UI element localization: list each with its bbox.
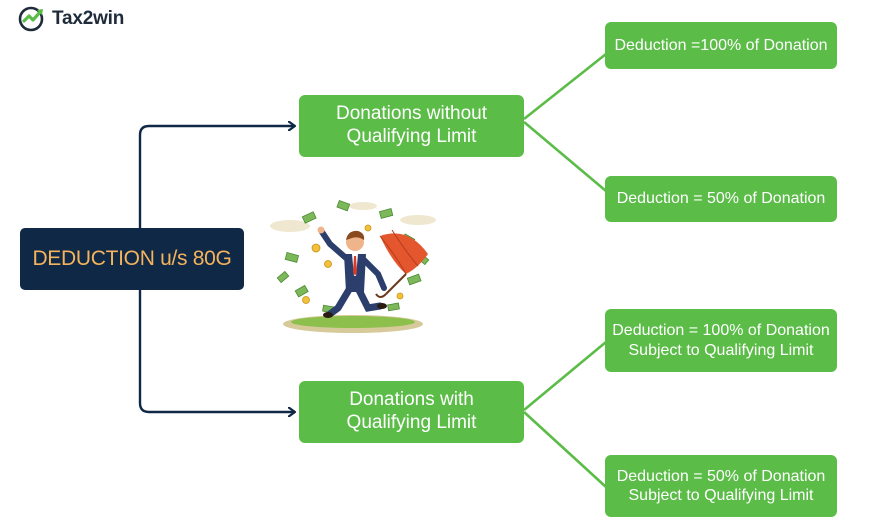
root-label: DEDUCTION u/s 80G: [32, 247, 232, 271]
branch-label-line1: Donations without: [335, 103, 488, 125]
line-to-leaf-4: [523, 411, 607, 488]
leaf-line1: Deduction = 50% of Donation: [616, 190, 826, 208]
tax2win-logo-icon: [18, 6, 44, 32]
root-box: DEDUCTION u/s 80G: [20, 228, 244, 290]
arrow-to-donations-without: [138, 126, 294, 228]
line-to-leaf-3: [523, 340, 607, 412]
arrow-to-donations-with: [138, 290, 294, 412]
leaf-50-percent-qualifying: Deduction = 50% of Donation Subject to Q…: [605, 455, 837, 517]
leaf-100-percent-qualifying: Deduction = 100% of Donation Subject to …: [605, 309, 837, 372]
branch-label-line2: Qualifying Limit: [346, 412, 477, 433]
line-to-leaf-1: [523, 52, 607, 121]
umbrella-icon: [375, 229, 428, 298]
line-to-leaf-2: [523, 121, 607, 192]
logo-text: Tax2win: [52, 8, 125, 29]
leaf-50-percent: Deduction = 50% of Donation: [605, 176, 837, 222]
branch-donations-without-limit: Donations without Qualifying Limit: [299, 95, 524, 157]
leaf-100-percent: Deduction =100% of Donation: [605, 22, 837, 69]
leaf-line1: Deduction =100% of Donation: [614, 36, 828, 54]
branch-label-line1: Donations with: [349, 389, 474, 411]
celebrating-man-with-money-illustration: [270, 199, 436, 333]
leaf-line1: Deduction = 100% of Donation: [612, 322, 830, 340]
branch-label-line2: Qualifying Limit: [346, 126, 477, 147]
leaf-line1: Deduction = 50% of Donation: [616, 467, 826, 485]
leaf-line2: Subject to Qualifying Limit: [628, 341, 814, 359]
tax2win-logo: Tax2win: [18, 6, 124, 32]
leaf-line2: Subject to Qualifying Limit: [628, 487, 814, 504]
branch-donations-with-limit: Donations with Qualifying Limit: [299, 381, 524, 443]
